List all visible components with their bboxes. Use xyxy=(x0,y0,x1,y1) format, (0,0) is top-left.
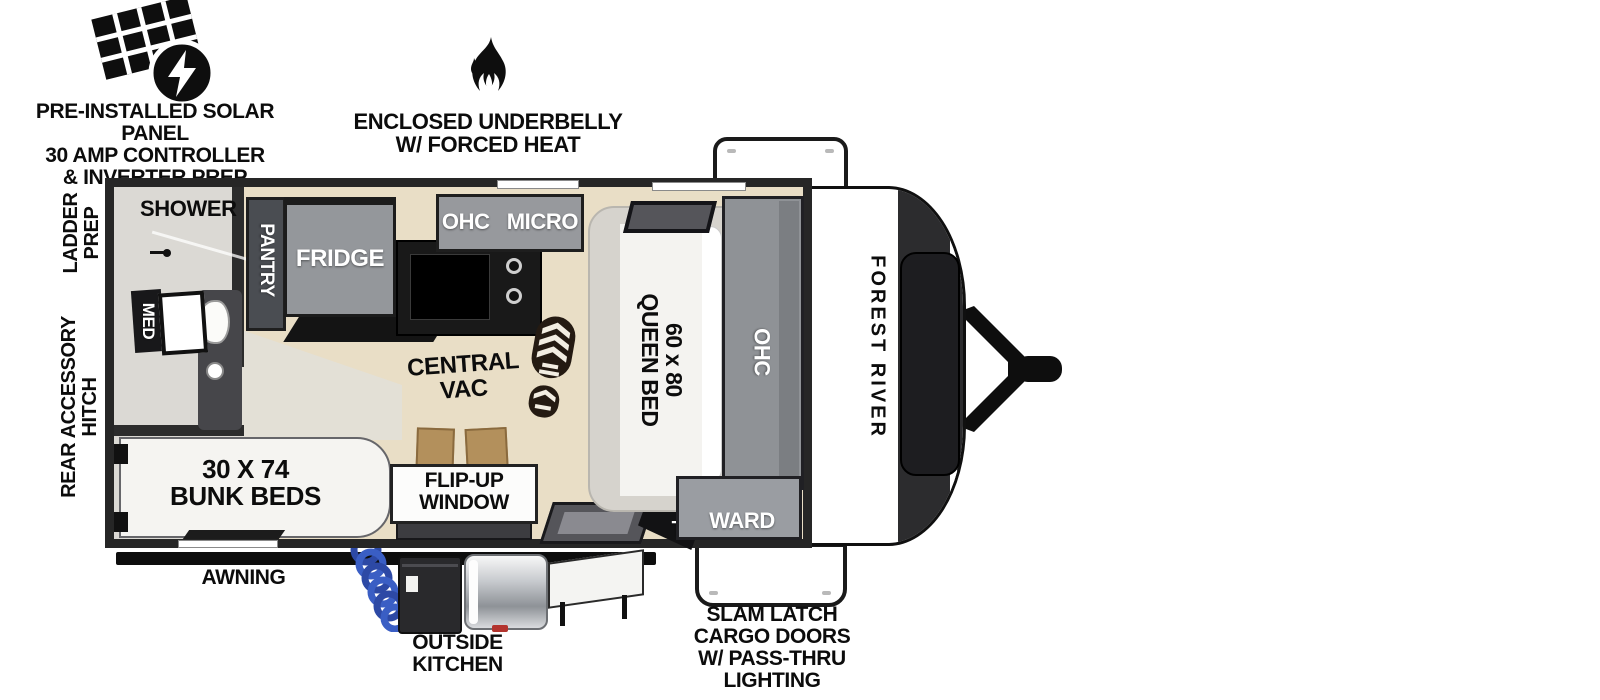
bunk-ladder xyxy=(182,530,286,539)
underbelly-line-1: ENCLOSED UNDERBELLY xyxy=(353,109,623,134)
rear-accessory-hitch-label: REAR ACCESSORY HITCH xyxy=(58,316,101,498)
bunk-window-bracket xyxy=(114,444,128,464)
shower-arm xyxy=(150,251,164,254)
shower-label: SHOWER xyxy=(140,196,237,221)
ladder-prep-label: LADDER PREP xyxy=(60,192,103,274)
med-mirror xyxy=(157,290,209,356)
solar-panel-icon xyxy=(91,0,216,107)
solar-annotation: PRE-INSTALLED SOLAR PANEL 30 AMP CONTROL… xyxy=(0,100,310,189)
solar-line-2: 30 AMP CONTROLLER xyxy=(45,144,265,168)
flip-up-window-table xyxy=(390,464,538,524)
latch-mark xyxy=(825,149,834,153)
latch-mark xyxy=(709,591,718,595)
overhead-cabinet-kitchen xyxy=(436,194,584,252)
front-rock-guard xyxy=(900,252,960,476)
table-leg xyxy=(622,595,627,619)
bed-label-band xyxy=(620,224,702,496)
wardrobe xyxy=(676,476,802,540)
ward-label: WARD xyxy=(709,508,775,533)
flip-up-window-label: FLIP-UP WINDOW xyxy=(419,469,509,515)
med-label: MED xyxy=(138,302,158,340)
step-tread xyxy=(557,512,635,534)
faucet-mark xyxy=(406,576,418,592)
flip-up-window-glass xyxy=(396,522,532,540)
cargo-doors-label: SLAM LATCH CARGO DOORS W/ PASS-THRU LIGH… xyxy=(693,603,851,693)
queen-bed-label: 60 x 80 QUEEN BED xyxy=(637,293,688,427)
skylight-vent xyxy=(623,201,717,233)
cabinet-shade xyxy=(779,201,799,485)
shower-head-icon xyxy=(163,249,171,257)
awning-label: AWNING xyxy=(201,566,286,589)
pantry-label: PANTRY xyxy=(255,223,277,297)
pass-thru-cargo-door-bottom xyxy=(695,543,847,607)
griddle-end-cap xyxy=(469,560,478,624)
sink xyxy=(206,362,224,380)
ohc-micro-label: OHC MICRO xyxy=(436,210,584,233)
pantry-cabinet xyxy=(246,197,286,331)
fridge-label: FRIDGE xyxy=(295,245,385,272)
outside-kitchen-cabinet xyxy=(398,556,462,634)
underbelly-annotation: ENCLOSED UNDERBELLY W/ FORCED HEAT xyxy=(337,110,639,156)
outside-kitchen-label: OUTSIDE KITCHEN xyxy=(412,631,503,677)
ohc-label: OHC xyxy=(441,209,490,234)
brand-label: FOREST RIVER xyxy=(866,255,889,439)
underbelly-line-2: W/ FORCED HEAT xyxy=(395,132,581,158)
griddle-handle-red xyxy=(492,625,508,632)
micro-label: MICRO xyxy=(506,209,579,234)
window-over-counter xyxy=(497,180,579,189)
window-front-top xyxy=(652,182,746,191)
cooktop-burner xyxy=(506,258,522,274)
bunk-beds xyxy=(119,437,391,538)
latch-mark xyxy=(727,149,736,153)
front-cap-edge xyxy=(957,189,963,543)
oven-window xyxy=(410,254,490,320)
cooktop-burner xyxy=(506,288,522,304)
bunk-window-bracket xyxy=(114,512,128,532)
window-rear-bottom xyxy=(178,540,278,548)
central-vac-label: CENTRAL VAC xyxy=(406,347,520,405)
fridge xyxy=(284,197,396,317)
cabinet-shelf-line xyxy=(402,564,458,567)
overhead-cabinet-front xyxy=(722,196,804,490)
boot-print-icon xyxy=(528,316,576,418)
table-leg xyxy=(560,602,565,626)
solar-line-1: PRE-INSTALLED SOLAR PANEL xyxy=(35,100,275,146)
ohc-front-label: OHC xyxy=(749,328,775,376)
fire-icon xyxy=(471,37,506,91)
bunk-beds-label: 30 X 74 BUNK BEDS xyxy=(170,454,321,512)
bathroom-wall-bottom xyxy=(114,425,244,436)
latch-mark xyxy=(822,591,831,595)
outside-kitchen-griddle xyxy=(464,554,548,632)
